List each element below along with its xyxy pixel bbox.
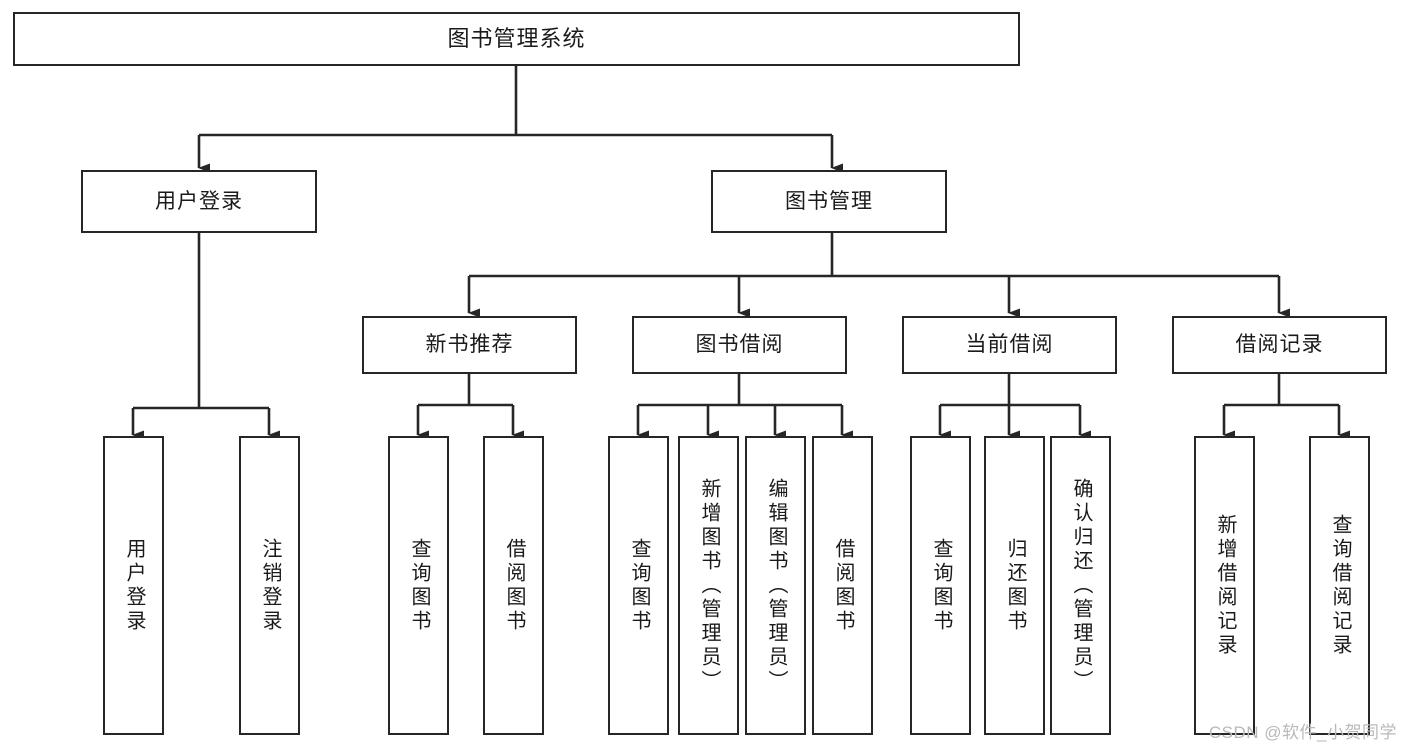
node-borrow-record[interactable]: 借阅记录	[1172, 316, 1387, 374]
leaf-borrow-add-book-admin[interactable]: 新增图书（管理员）	[678, 436, 739, 735]
leaf-record-query-record[interactable]: 查询借阅记录	[1309, 436, 1370, 735]
leaf-user-login-login[interactable]: 用户登录	[103, 436, 164, 735]
node-root-system[interactable]: 图书管理系统	[13, 12, 1020, 66]
node-new-book-recommend[interactable]: 新书推荐	[362, 316, 577, 374]
leaf-current-return-book[interactable]: 归还图书	[984, 436, 1045, 735]
leaf-label: 确认归还（管理员）	[1070, 477, 1092, 694]
leaf-borrow-query-book[interactable]: 查询图书	[608, 436, 669, 735]
leaf-current-query-book[interactable]: 查询图书	[910, 436, 971, 735]
leaf-label: 查询图书	[930, 537, 952, 634]
leaf-label: 注销登录	[259, 537, 281, 634]
node-book-management[interactable]: 图书管理	[711, 170, 947, 233]
leaf-recommend-borrow-book[interactable]: 借阅图书	[483, 436, 544, 735]
leaf-record-add-record[interactable]: 新增借阅记录	[1194, 436, 1255, 735]
leaf-label: 新增借阅记录	[1214, 513, 1236, 658]
node-book-borrow[interactable]: 图书借阅	[632, 316, 847, 374]
leaf-label: 查询图书	[408, 537, 430, 634]
leaf-label: 查询图书	[628, 537, 650, 634]
node-current-borrow[interactable]: 当前借阅	[902, 316, 1117, 374]
csdn-watermark: CSDN @软件_小贺同学	[1208, 723, 1397, 742]
leaf-recommend-query-book[interactable]: 查询图书	[388, 436, 449, 735]
leaf-label: 借阅图书	[832, 537, 854, 634]
leaf-label: 借阅图书	[503, 537, 525, 634]
leaf-current-confirm-return-admin[interactable]: 确认归还（管理员）	[1050, 436, 1111, 735]
leaf-borrow-edit-book-admin[interactable]: 编辑图书（管理员）	[745, 436, 806, 735]
node-user-login[interactable]: 用户登录	[81, 170, 317, 233]
leaf-label: 新增图书（管理员）	[698, 477, 720, 694]
leaf-label: 编辑图书（管理员）	[765, 477, 787, 694]
leaf-label: 用户登录	[123, 537, 145, 634]
leaf-label: 归还图书	[1004, 537, 1026, 634]
leaf-borrow-borrow-book[interactable]: 借阅图书	[812, 436, 873, 735]
leaf-label: 查询借阅记录	[1329, 513, 1351, 658]
leaf-user-login-logout[interactable]: 注销登录	[239, 436, 300, 735]
